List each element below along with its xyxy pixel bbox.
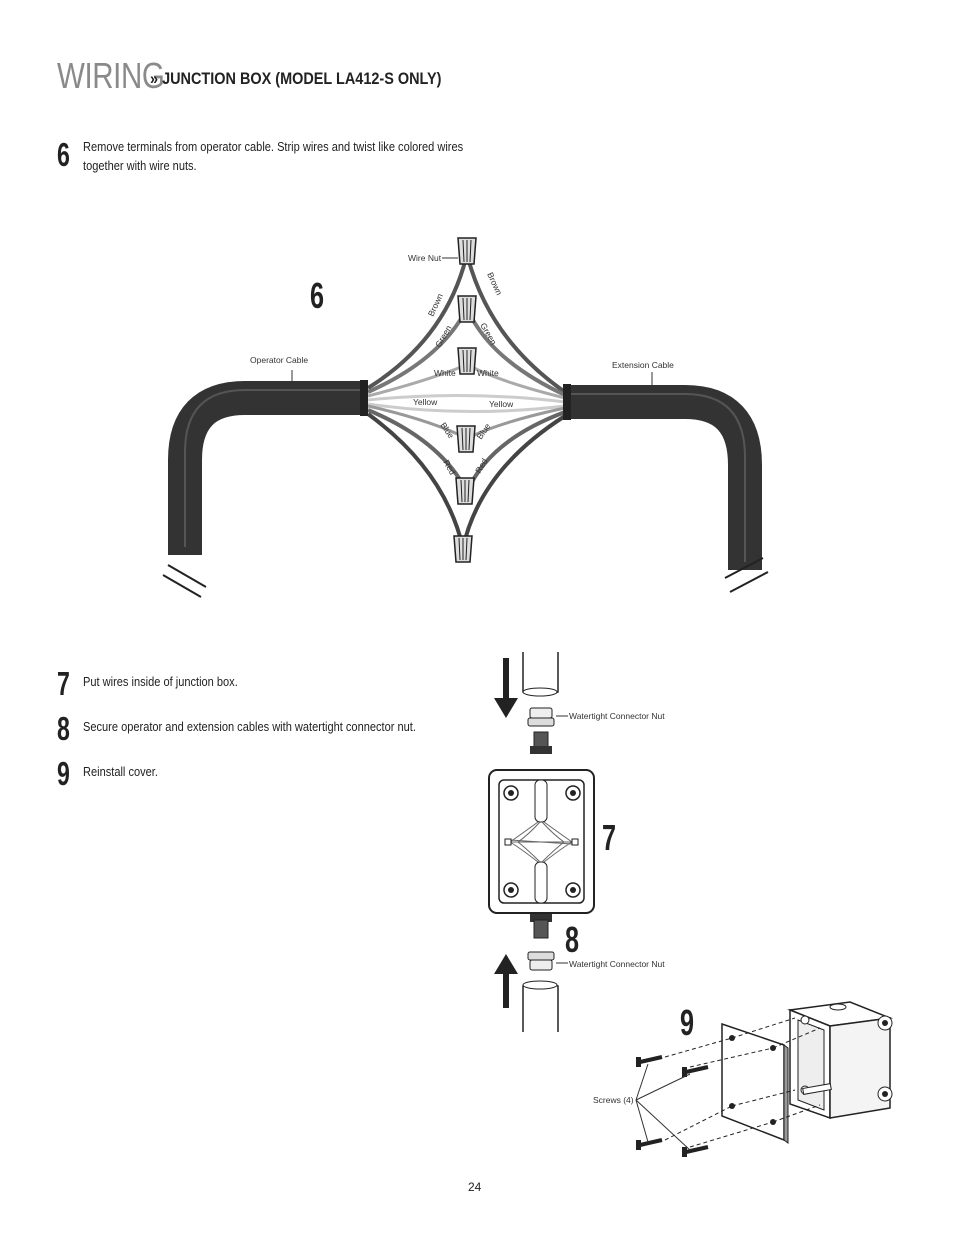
step-6-line-1: Remove terminals from operator cable. St…	[83, 139, 464, 154]
title-separator: »	[150, 69, 159, 88]
top-connector-nut	[527, 707, 555, 754]
wire-nut-icon	[456, 425, 476, 453]
bottom-connector-nut	[527, 914, 555, 971]
ground-wire-left	[366, 412, 465, 549]
wire-label-yellow-left: Yellow	[413, 397, 438, 407]
cover-plate	[721, 1022, 789, 1144]
wire-nut-icon	[457, 347, 477, 375]
figure-8-number: 8	[565, 920, 579, 961]
brown-wire-right	[466, 257, 567, 394]
brown-wire-left	[366, 257, 468, 390]
screw-icon	[682, 1145, 709, 1157]
red-wire-left	[367, 408, 468, 491]
white-wire-right	[467, 363, 566, 400]
operator-cable-label: Operator Cable	[250, 355, 308, 365]
subtitle-text: JUNCTION BOX (MODEL LA412-S ONLY)	[162, 69, 442, 88]
step-7-text: Put wires inside of junction box.	[83, 674, 238, 689]
figure-9-number: 9	[680, 1003, 694, 1044]
screw-icon	[636, 1138, 663, 1150]
white-wire-left	[367, 363, 467, 398]
wire-nut-icon	[457, 295, 477, 323]
page-subtitle: » JUNCTION BOX (MODEL LA412-S ONLY)	[150, 69, 441, 89]
wire-label-brown-right: Brown	[485, 271, 504, 297]
blue-wire-right	[467, 406, 566, 440]
junction-box-body	[787, 1001, 893, 1120]
wire-nut-icon	[455, 477, 475, 505]
step-9-text: Reinstall cover.	[83, 764, 158, 779]
page-title: WIRING	[57, 55, 165, 96]
figure-9-cover-install: 9 Screw	[593, 1001, 893, 1157]
step-9-number: 9	[57, 755, 70, 792]
screws-leaders	[635, 1063, 691, 1151]
extension-cable	[565, 372, 769, 593]
ground-wire-right	[461, 414, 567, 549]
step-7-number: 7	[57, 665, 70, 702]
step-6-text: Remove terminals from operator cable. St…	[83, 137, 463, 175]
operator-cable	[162, 370, 365, 598]
yellow-wire-top	[367, 393, 566, 404]
junction-box	[488, 769, 595, 914]
figure-7-number: 7	[602, 818, 616, 859]
figure-7-8-junction-box: Watertight Connector Nut 7 8 Watertight …	[488, 652, 665, 1032]
screw-icon	[682, 1065, 709, 1077]
bottom-connector-label: Watertight Connector Nut	[569, 959, 665, 969]
wire-nut-icon	[453, 535, 473, 563]
wire-label-yellow-right: Yellow	[489, 399, 514, 409]
alignment-guides	[664, 1017, 821, 1148]
page-number: 24	[468, 1180, 482, 1194]
step-8-text: Secure operator and extension cables wit…	[83, 719, 416, 734]
wire-label-blue-right: Blue	[474, 421, 492, 441]
wire-nut-icon	[457, 237, 477, 265]
figure-6-number: 6	[310, 276, 324, 317]
screw-icon	[636, 1055, 663, 1067]
step-6-line-2: together with wire nuts.	[83, 158, 197, 173]
down-arrow-icon	[494, 658, 518, 718]
yellow-wire-bottom	[367, 402, 566, 414]
wire-label-white-left: White	[434, 368, 456, 378]
screws-label: Screws (4)	[593, 1095, 634, 1105]
wire-label-blue-left: Blue	[438, 420, 456, 440]
extension-cable-label: Extension Cable	[612, 360, 674, 370]
bottom-pipe	[522, 982, 559, 1032]
step-6-number: 6	[57, 136, 70, 173]
step-8-number: 8	[57, 710, 70, 747]
figure-6-wiring-diagram: 6 Operator Cable Extension Cable	[162, 237, 769, 598]
wire-nut-label: Wire Nut	[408, 253, 442, 263]
wire-label-white-right: White	[477, 368, 499, 378]
top-connector-label: Watertight Connector Nut	[569, 711, 665, 721]
wire-nuts	[453, 237, 477, 563]
up-arrow-icon	[494, 954, 518, 1008]
